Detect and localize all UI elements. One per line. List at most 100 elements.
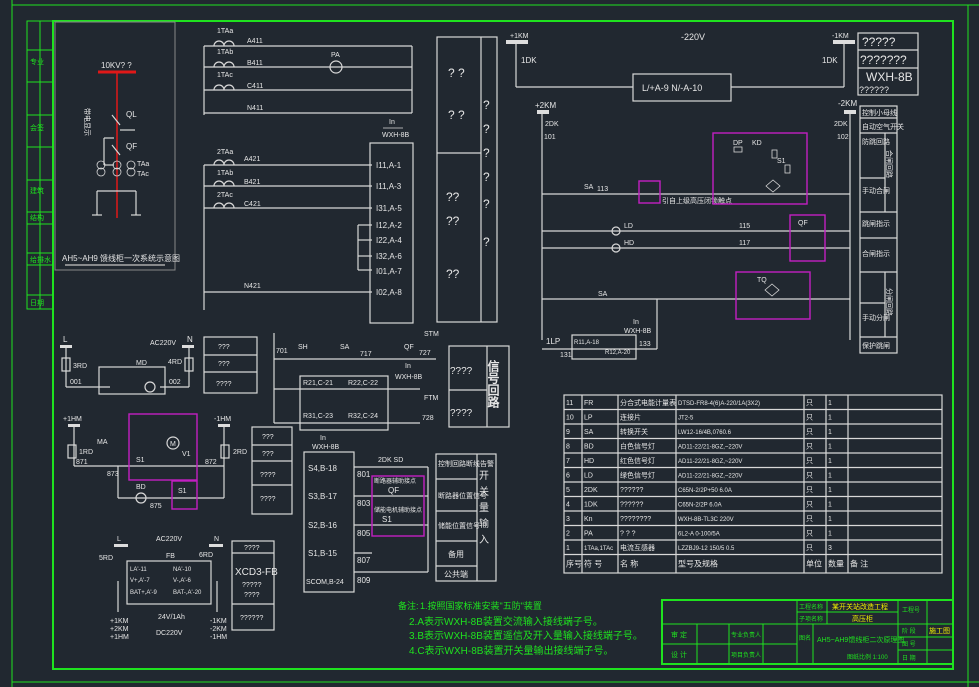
table-cell: LZZBJ9-12 150/5 0.5: [678, 546, 735, 552]
s1-label: S1: [178, 488, 187, 495]
fuse-label: 4RD: [168, 359, 182, 366]
tb-stage-label: 阶 段: [902, 627, 916, 635]
wire-label: C421: [244, 201, 261, 208]
func-label: ?: [483, 122, 490, 136]
switch-label: 2DK: [545, 121, 559, 128]
node-label: 117: [739, 240, 750, 247]
tb-drawing-title: AH5~AH9馈线柜二次原理图: [817, 635, 904, 644]
ups-box-label: ????: [244, 545, 260, 552]
legend-item: 合闸指示: [862, 249, 890, 258]
n-label: N: [214, 536, 219, 543]
ups-box-label: ?????: [242, 582, 262, 589]
signal-box-label: ????: [450, 366, 473, 377]
table-cell: 1: [828, 429, 832, 436]
table-header-cell: 符 号: [584, 559, 602, 569]
terminal-label: I11,A-3: [376, 182, 402, 191]
bus-label: -1KM: [210, 618, 227, 625]
qf-label: QF: [126, 142, 137, 151]
tb-job-no: 工程号: [902, 606, 920, 614]
node-label: 115: [739, 223, 750, 230]
switch-label: 2DK: [834, 121, 848, 128]
table-cell: 只: [806, 443, 813, 451]
table-cell: 1DK: [584, 502, 598, 509]
wire-label: A421: [244, 156, 260, 163]
func-label: ?: [483, 197, 490, 211]
heater-box-label: ???: [218, 344, 230, 351]
table-cell: 6L2-A 0-100/5A: [678, 532, 720, 538]
table-cell: 分合式电能计量表: [620, 398, 676, 407]
terminal-label: I02,A-8: [376, 288, 402, 297]
relay-in-label: In: [633, 319, 639, 326]
wire-label: N421: [244, 283, 261, 290]
control-legend: 控制小母线 自动空气开关 防跳回路 手动合闸 合闸回路 跳闸指示 合闸指示 手动…: [859, 105, 904, 354]
strip-label: 专业: [30, 57, 44, 66]
tb-stage: 施工图: [929, 626, 950, 635]
table-cell: ????????: [620, 516, 651, 523]
table-cell: AD11-22/21-8GZ,~220V: [678, 445, 742, 451]
legend-item: 手动分闸: [862, 313, 890, 322]
terminal-label: S3,B-17: [308, 492, 337, 501]
table-cell: 8: [566, 444, 570, 451]
terminal-label: R32,C-24: [348, 413, 378, 420]
node-label: 717: [360, 351, 372, 358]
ftm-label: FTM: [424, 395, 439, 402]
legend-item: 控制小母线: [862, 108, 897, 117]
table-cell: 只: [806, 472, 813, 480]
table-cell: 只: [806, 428, 813, 436]
tb-project-label: 工程名称: [799, 603, 823, 611]
sa-label: SA: [584, 184, 594, 191]
legend-item: 跳闸指示: [862, 219, 890, 228]
primary-caption: AH5~AH9 馈线柜一次系统示意图: [62, 253, 180, 263]
binary-row: 断路器位置信号: [438, 491, 487, 500]
power-info: ??????: [859, 85, 889, 95]
qf-label: QF: [404, 344, 414, 351]
fuse-label: 3RD: [73, 363, 87, 370]
lamp-label: HD: [624, 240, 634, 247]
bus-minus-label: -1HM: [214, 416, 231, 423]
signal-circuit: 701 SH SA 717 QF 727 STM FTM 728 In WXH-…: [273, 331, 510, 431]
table-cell: 1: [828, 487, 832, 494]
terminal-label: R21,C-21: [303, 380, 333, 387]
power-terminal-label: L/+A-9 N/-A-10: [642, 83, 702, 93]
motor-box-label: ????: [260, 472, 276, 479]
rec-label: KD: [752, 140, 762, 147]
tb-chief: 项目负责人: [731, 651, 761, 659]
wire-label: A411: [247, 38, 263, 45]
power-info: ?????: [862, 35, 896, 49]
table-cell: BD: [584, 444, 594, 451]
binary-row: 备用: [448, 549, 464, 559]
notes-title: 备注:: [398, 600, 419, 611]
voltage-label: AC220V: [156, 536, 182, 543]
drawing-frame: [11, 0, 979, 687]
table-cell: WXH-8B-TL3C 220V: [678, 517, 734, 523]
table-cell: AD11-22/21-8GZ,~220V: [678, 459, 742, 465]
tb-design: 设 计: [671, 650, 687, 659]
tb-date: 日 期: [902, 654, 916, 662]
table-cell: 1: [828, 458, 832, 465]
node-label: 809: [357, 576, 371, 585]
table-cell: 11: [566, 400, 573, 407]
live-indicator-label: 带电显示: [83, 108, 92, 136]
terminal-label: S2,B-16: [308, 521, 337, 530]
table-cell: 7: [566, 458, 570, 465]
side-strip-labels: 专业 会签 建筑 结构 给排水 日期: [30, 57, 51, 307]
bus-label: 10KV? ?: [101, 61, 132, 70]
sa-label: SA: [598, 291, 608, 298]
relay-model-label: WXH-8B: [395, 374, 423, 381]
ct-label: 2TAa: [217, 149, 233, 156]
motor-label: M: [170, 441, 176, 448]
legend-item: 保护跳闸: [862, 341, 890, 350]
strip-label: 给排水: [30, 255, 51, 264]
s1-label: S1: [136, 457, 145, 464]
table-header-cell: 备 注: [850, 559, 868, 569]
relay-model-label: WXH-8B: [312, 444, 340, 451]
legend-item: 防跳回路: [862, 137, 890, 146]
node-label: 728: [422, 415, 434, 422]
tb-tuming: 图名: [799, 634, 811, 642]
table-cell: 只: [806, 530, 813, 538]
func-label: ? ?: [448, 108, 465, 122]
